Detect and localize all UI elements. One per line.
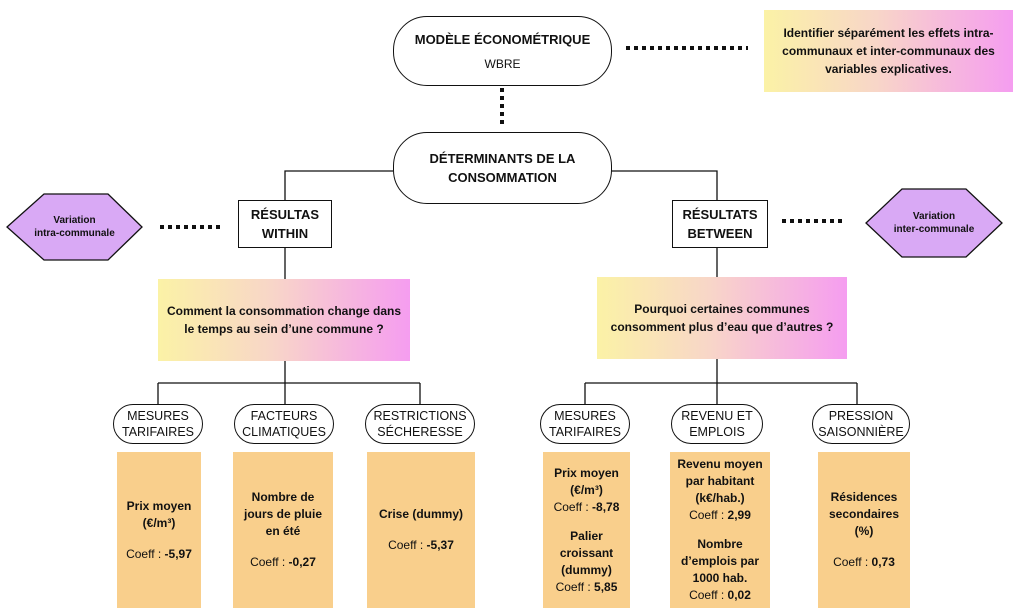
result-title-line: 1000 hab. bbox=[692, 571, 748, 585]
coeff-label: Coeff : bbox=[388, 538, 427, 552]
category-line-2: SÉCHERESSE bbox=[377, 425, 463, 439]
category-line-1: MESURES bbox=[127, 409, 189, 423]
coeff-label: Coeff : bbox=[689, 508, 728, 522]
category-line-2: TARIFAIRES bbox=[548, 425, 621, 439]
within-question-line-2: le temps au sein d’une commune ? bbox=[184, 322, 384, 336]
within-label-line-2: WITHIN bbox=[261, 226, 309, 241]
result-title-line: Résidences bbox=[830, 490, 898, 504]
within-category-climate: FACTEURS CLIMATIQUES bbox=[234, 404, 334, 444]
coeff-value: 5,85 bbox=[594, 579, 618, 594]
between-result-income: Revenu moyen par habitant (k€/hab.) Coef… bbox=[670, 452, 770, 608]
result-title-line: (dummy) bbox=[561, 562, 612, 577]
result-coeff: Coeff : 0,02 bbox=[689, 587, 751, 604]
coeff-value: -5,97 bbox=[164, 546, 192, 561]
between-result-pricing: Prix moyen (€/m³) Coeff : -8,78 Palier c… bbox=[543, 452, 630, 608]
variation-intra-label: Variation intra-communale bbox=[7, 194, 142, 260]
result-title-line: Nombre de bbox=[251, 490, 315, 504]
category-line-1: REVENU ET bbox=[681, 409, 753, 423]
objective-note: Identifier séparément les effets intra- … bbox=[764, 10, 1013, 92]
coeff-label: Coeff : bbox=[250, 555, 289, 569]
within-category-drought: RESTRICTIONS SÉCHERESSE bbox=[365, 404, 475, 444]
coeff-value: -5,37 bbox=[426, 538, 454, 552]
root-line-2: CONSOMMATION bbox=[448, 170, 557, 185]
within-result-climate: Nombre de jours de pluie en été Coeff : … bbox=[233, 452, 333, 608]
note-line-1: Identifier séparément les effets intra- bbox=[783, 26, 994, 40]
between-category-pricing: MESURES TARIFAIRES bbox=[540, 404, 630, 444]
between-question-box: Pourquoi certaines communes consomment p… bbox=[597, 277, 847, 359]
category-line-1: FACTEURS bbox=[250, 409, 318, 423]
between-label-line-1: RÉSULTATS bbox=[682, 207, 758, 222]
within-label-line-1: RÉSULTAS bbox=[250, 207, 320, 222]
result-coeff: Coeff : -8,78 bbox=[554, 499, 620, 516]
root-line-1: DÉTERMINANTS DE LA bbox=[429, 151, 576, 166]
between-label-box: RÉSULTATS BETWEEN bbox=[672, 200, 768, 248]
coeff-value: -0,27 bbox=[288, 555, 316, 569]
note-line-2: communaux et inter-communaux des bbox=[782, 44, 995, 58]
between-category-seasonal: PRESSION SAISONNIÈRE bbox=[812, 404, 910, 444]
within-question-box: Comment la consommation change dans le t… bbox=[158, 279, 410, 361]
category-line-2: TARIFAIRES bbox=[121, 425, 194, 439]
result-coeff: Coeff : -0,27 bbox=[250, 554, 316, 571]
model-subtitle: WBRE bbox=[484, 56, 521, 71]
coeff-label: Coeff : bbox=[833, 555, 872, 569]
within-result-pricing: Prix moyen (€/m³) Coeff : -5,97 bbox=[117, 452, 201, 608]
within-result-drought: Crise (dummy) Coeff : -5,37 bbox=[367, 452, 475, 608]
coeff-value: 0,73 bbox=[871, 555, 895, 569]
coeff-label: Coeff : bbox=[553, 499, 593, 514]
model-node: MODÈLE ÉCONOMÉTRIQUE WBRE bbox=[393, 16, 612, 86]
result-title-line: (€/m³) bbox=[142, 515, 176, 530]
category-line-2: EMPLOIS bbox=[689, 425, 745, 439]
coeff-label: Coeff : bbox=[126, 546, 165, 561]
result-title-line: par habitant bbox=[685, 474, 755, 488]
variation-inter-label: Variation inter-communale bbox=[866, 189, 1002, 257]
variation-inter-line-1: Variation bbox=[912, 211, 956, 222]
coeff-value: -8,78 bbox=[592, 499, 620, 514]
result-title-line: Prix moyen bbox=[554, 465, 619, 480]
coeff-value: 2,99 bbox=[727, 508, 751, 522]
root-node: DÉTERMINANTS DE LA CONSOMMATION bbox=[393, 132, 612, 204]
within-label-box: RÉSULTAS WITHIN bbox=[238, 200, 332, 248]
result-coeff: Coeff : 5,85 bbox=[556, 579, 618, 596]
within-question-line-1: Comment la consommation change dans bbox=[166, 304, 402, 318]
result-title-line: Prix moyen bbox=[126, 498, 192, 513]
between-category-income: REVENU ET EMPLOIS bbox=[671, 404, 763, 444]
result-title-line: Palier bbox=[570, 528, 603, 543]
between-result-seasonal: Résidences secondaires (%) Coeff : 0,73 bbox=[818, 452, 910, 608]
note-line-3: variables explicatives. bbox=[825, 62, 952, 76]
result-coeff: Coeff : -5,37 bbox=[388, 537, 454, 554]
result-title-line: croissant bbox=[559, 545, 614, 560]
between-label-line-2: BETWEEN bbox=[687, 226, 753, 241]
within-category-pricing: MESURES TARIFAIRES bbox=[113, 404, 203, 444]
result-title-line: Crise (dummy) bbox=[378, 507, 464, 521]
coeff-label: Coeff : bbox=[689, 588, 728, 602]
result-title-line: jours de pluie bbox=[243, 507, 322, 521]
variation-inter-line-2: inter-communale bbox=[893, 224, 975, 235]
result-coeff: Coeff : -5,97 bbox=[126, 546, 192, 563]
result-title-line: secondaires (%) bbox=[828, 507, 900, 538]
coeff-value: 0,02 bbox=[727, 588, 751, 602]
category-line-1: MESURES bbox=[554, 409, 616, 423]
result-title-line: Revenu moyen bbox=[677, 457, 763, 471]
result-title-line: Nombre bbox=[697, 537, 743, 551]
result-title-line: (€/m³) bbox=[570, 482, 603, 497]
coeff-label: Coeff : bbox=[555, 579, 595, 594]
result-title-line: (k€/hab.) bbox=[695, 491, 745, 505]
variation-intra-line-1: Variation bbox=[53, 215, 96, 226]
result-title-line: d’emplois par bbox=[680, 554, 760, 568]
variation-intra-line-2: intra-communale bbox=[34, 228, 115, 239]
variation-inter-diamond bbox=[865, 188, 1003, 258]
result-coeff: Coeff : 0,73 bbox=[833, 554, 895, 571]
model-title: MODÈLE ÉCONOMÉTRIQUE bbox=[414, 31, 591, 47]
between-question-line-2: consomment plus d’eau que d’autres ? bbox=[610, 320, 834, 334]
result-title-line: en été bbox=[265, 524, 301, 538]
variation-intra-diamond bbox=[6, 193, 143, 261]
category-line-1: RESTRICTIONS bbox=[373, 409, 467, 423]
category-line-1: PRESSION bbox=[828, 409, 894, 423]
category-line-2: SAISONNIÈRE bbox=[818, 425, 904, 439]
between-question-line-1: Pourquoi certaines communes bbox=[634, 302, 810, 316]
result-coeff: Coeff : 2,99 bbox=[689, 507, 751, 524]
category-line-2: CLIMATIQUES bbox=[242, 425, 326, 439]
